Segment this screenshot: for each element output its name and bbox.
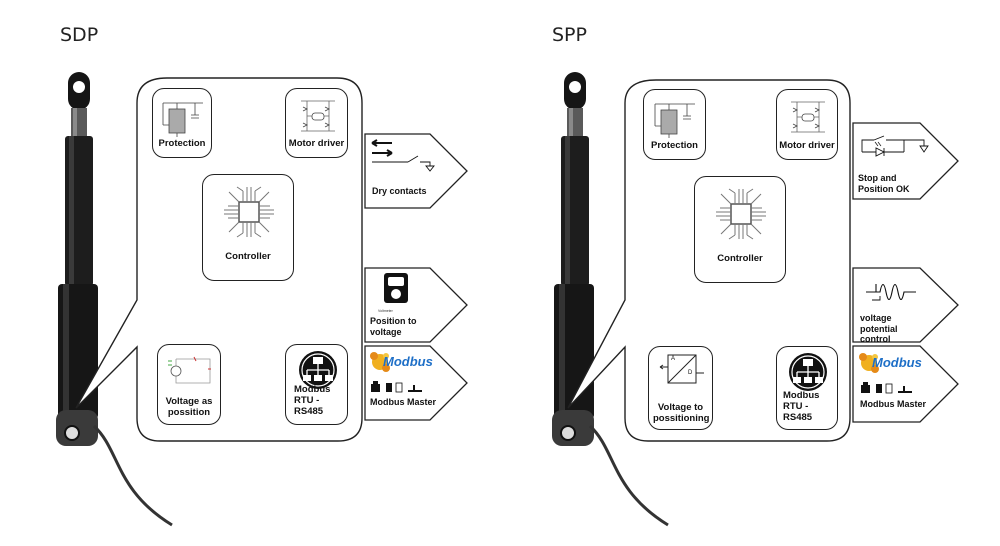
signal-waveform-icon: [866, 283, 916, 301]
voltmeter-icon: [384, 273, 408, 303]
panel-title: SPP: [552, 24, 587, 46]
voltage-circuit-icon: [168, 356, 211, 384]
protection-label: Protection: [158, 138, 206, 149]
panel-title: SDP: [60, 24, 99, 46]
voltage-box: Voltage as possition: [157, 344, 221, 425]
network-node-icon: [789, 353, 827, 391]
sdp-panel: SDP easyE-i Protection: [56, 24, 468, 527]
device-icons-row: [861, 382, 912, 394]
dry-contacts-label: Dry contacts: [372, 186, 427, 196]
protection-circuit-icon: [654, 103, 695, 138]
microchip-icon: [224, 186, 274, 238]
modbus-master-label: Modbus Master: [860, 399, 927, 409]
modbus-logo-icon: [370, 352, 390, 372]
network-node-icon: [299, 351, 337, 389]
spp-panel: SPP easyE-i Protection Motor driver: [498, 0, 998, 546]
controller-label: Controller: [225, 251, 271, 262]
controller-box: Controller: [202, 174, 294, 281]
device-icons-row: [371, 381, 422, 393]
protection-box: Protection: [643, 89, 706, 160]
motor-driver-box: Motor driver: [776, 89, 838, 160]
voltage-potential-label: voltage potential control: [860, 313, 898, 344]
output-arrow-voltage-potential: [852, 267, 959, 343]
modbus-logo-text: Modbus: [383, 354, 433, 369]
output-arrow-modbus-master: [364, 345, 468, 421]
voltage-label: Voltage as possition: [165, 396, 213, 418]
modbus-logo-text: Modbus: [872, 355, 922, 370]
dry-contacts-icon: [371, 139, 435, 172]
motor-driver-label: Motor driver: [288, 138, 345, 149]
position-to-voltage-label: Position to voltage: [370, 316, 417, 337]
voltmeter-caption: Voltmeter: [378, 309, 393, 313]
controller-label: Controller: [717, 253, 763, 264]
ad-converter-icon: [659, 354, 704, 384]
microchip-icon: [716, 188, 766, 240]
h-bridge-icon: [791, 101, 825, 133]
ad-label-a: A: [671, 356, 676, 362]
linear-actuator: [56, 72, 173, 527]
ad-label-d: D: [688, 370, 693, 376]
modbus-rtu-label: Modbus RTU - RS485: [783, 390, 820, 423]
modbus-rtu-box: Modbus RTU - RS485: [776, 346, 838, 430]
switch-led-icon: [861, 135, 929, 157]
output-arrow-stop-position-ok: [852, 122, 959, 200]
modbus-rtu-box: Modbus RTU - RS485: [285, 344, 348, 425]
motor-driver-label: Motor driver: [779, 140, 835, 151]
protection-label: Protection: [651, 140, 698, 151]
modbus-master-label: Modbus Master: [370, 397, 437, 407]
protection-circuit-icon: [162, 102, 203, 137]
output-arrow-modbus-master: [852, 345, 959, 423]
protection-box: Protection: [152, 88, 212, 158]
modbus-logo-icon: [859, 353, 879, 373]
h-bridge-icon: [301, 100, 335, 132]
stop-position-ok-label: Stop and Position OK: [858, 173, 910, 194]
motor-driver-box: Motor driver: [285, 88, 348, 158]
modbus-rtu-label: Modbus RTU - RS485: [294, 384, 331, 417]
voltage-box: A D Voltage to possitioning: [648, 346, 713, 430]
voltage-label: Voltage to possitioning: [653, 402, 710, 424]
controller-box: Controller: [694, 176, 786, 283]
